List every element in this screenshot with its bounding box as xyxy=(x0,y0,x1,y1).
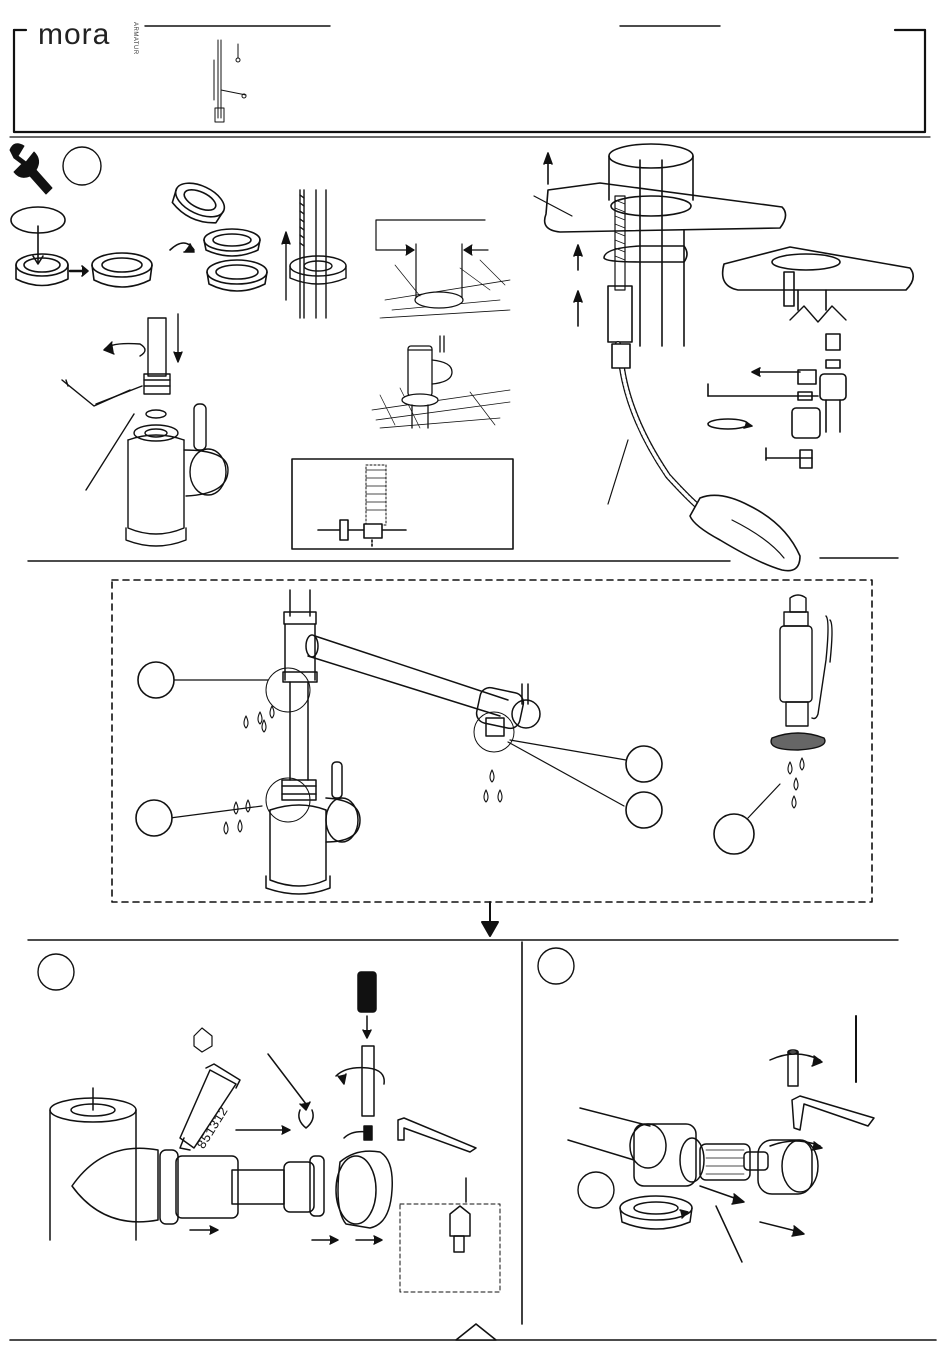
page-turn-triangle xyxy=(456,1324,496,1340)
callout-b xyxy=(136,800,172,836)
inset-box xyxy=(292,459,513,549)
step-circle-5b xyxy=(578,1172,614,1208)
mounting-plate-2 xyxy=(708,247,913,468)
callout-c xyxy=(626,746,662,782)
hand-shower xyxy=(748,595,832,818)
faucet-leak-view xyxy=(170,590,626,894)
leak-inspection-frame xyxy=(112,580,872,902)
header-frame xyxy=(10,26,930,137)
step-circle-5 xyxy=(538,948,574,984)
wrench-icon xyxy=(10,144,52,194)
faucet-base-install xyxy=(62,314,228,546)
callout-e xyxy=(714,814,754,854)
hole-measurement xyxy=(376,220,510,318)
callout-d xyxy=(626,792,662,828)
mounting-plate xyxy=(534,144,800,571)
cartridge-exploded-view xyxy=(50,972,500,1292)
rod-with-ring xyxy=(282,190,346,318)
spout-exploded-view xyxy=(568,1016,874,1262)
faucet-thumbnail xyxy=(214,40,246,122)
down-arrow xyxy=(482,902,498,936)
step-circle-1 xyxy=(63,147,101,185)
mounted-stub xyxy=(372,336,510,428)
callout-a xyxy=(138,662,174,698)
seal-rings xyxy=(11,176,267,291)
water-drops xyxy=(224,706,804,834)
step-circle-4 xyxy=(38,954,74,990)
